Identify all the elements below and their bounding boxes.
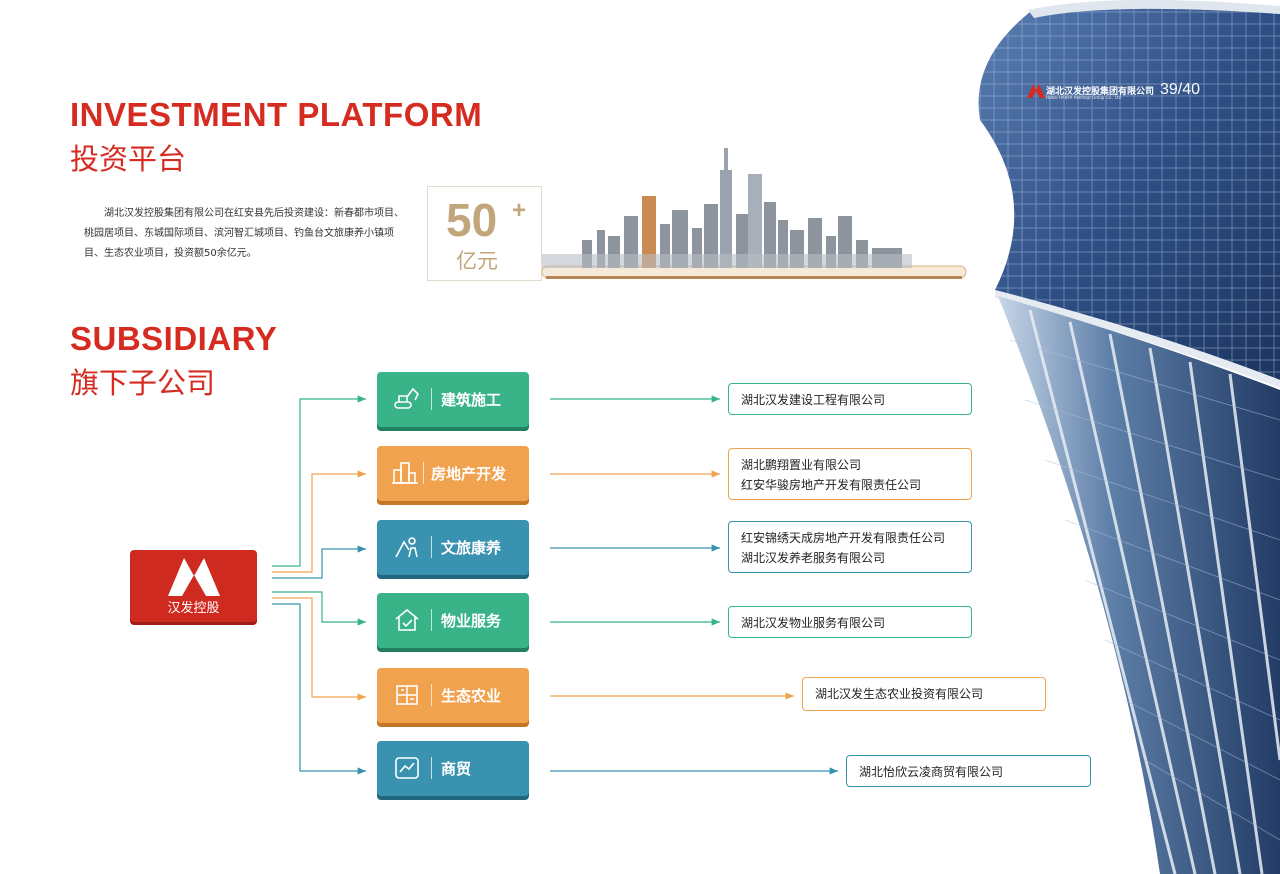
company-logo-icon <box>1027 84 1045 98</box>
mountain-person-icon <box>395 537 418 558</box>
root-company-node: 汉发控股 <box>130 550 257 622</box>
header-company-name-en: Hubei HANFA Holdings Group Co., Ltd <box>1046 95 1122 100</box>
farm-field-icon <box>396 685 418 705</box>
category-property-service: 物业服务 <box>377 593 529 648</box>
subsidiary-title-cn: 旗下子公司 <box>70 366 216 400</box>
investment-title-en: INVESTMENT PLATFORM <box>70 96 483 133</box>
category-label: 商贸 <box>441 760 472 778</box>
company-name: 湖北怡欣云凌商贸有限公司 <box>859 765 1004 779</box>
category-real-estate: 房地产开发 <box>377 446 529 501</box>
company-name: 湖北鹏翔置业有限公司 <box>741 458 862 472</box>
company-box-property-service: 湖北汉发物业服务有限公司 <box>728 606 972 638</box>
investment-stat-unit: 亿元 <box>456 249 498 273</box>
house-check-icon <box>395 608 419 631</box>
company-name: 红安锦绣天成房地产开发有限责任公司 <box>741 531 946 545</box>
header-company-name: 湖北汉发控股集团有限公司 <box>1046 87 1155 97</box>
page-number: 39/40 <box>1160 81 1201 98</box>
category-construction: 建筑施工 <box>377 372 529 427</box>
category-tourism-wellness: 文旅康养 <box>377 520 529 575</box>
company-box-real-estate: 湖北鹏翔置业有限公司 红安华骏房地产开发有限责任公司 <box>728 448 972 500</box>
subsidiary-title-en: SUBSIDIARY <box>70 320 278 357</box>
company-box-eco-agriculture: 湖北汉发生态农业投资有限公司 <box>802 677 1046 711</box>
company-box-trade: 湖北怡欣云凌商贸有限公司 <box>846 755 1091 787</box>
company-name: 湖北汉发物业服务有限公司 <box>741 616 886 630</box>
company-name: 红安华骏房地产开发有限责任公司 <box>741 478 922 492</box>
investment-stat-plus: + <box>512 197 527 224</box>
category-label: 物业服务 <box>441 612 502 630</box>
company-name: 湖北汉发养老服务有限公司 <box>741 551 886 565</box>
city-skyline-image <box>542 148 967 279</box>
investment-stat-box: 50 + 亿元 <box>427 186 542 281</box>
category-label: 建筑施工 <box>441 391 502 409</box>
company-logo-icon <box>168 558 220 596</box>
category-label: 文旅康养 <box>441 539 502 557</box>
trend-chart-icon <box>395 757 419 779</box>
company-name: 湖北汉发生态农业投资有限公司 <box>815 687 984 701</box>
excavator-icon <box>394 387 419 409</box>
company-box-construction: 湖北汉发建设工程有限公司 <box>728 383 972 415</box>
root-company-label: 汉发控股 <box>167 601 220 616</box>
investment-stat-value: 50 <box>446 194 498 246</box>
category-eco-agriculture: 生态农业 <box>377 668 529 723</box>
category-trade: 商贸 <box>377 741 529 796</box>
company-box-tourism-wellness: 红安锦绣天成房地产开发有限责任公司 湖北汉发养老服务有限公司 <box>728 521 972 573</box>
investment-intro-text: 湖北汉发控股集团有限公司在红安县先后投资建设：新春都市项目、桃园居项目、东城国际… <box>84 208 404 259</box>
company-name: 湖北汉发建设工程有限公司 <box>741 393 886 407</box>
buildings-icon <box>392 462 418 484</box>
category-label: 房地产开发 <box>431 465 507 483</box>
category-label: 生态农业 <box>441 687 502 705</box>
skyscraper-image <box>978 0 1280 874</box>
investment-title-cn: 投资平台 <box>70 142 187 176</box>
